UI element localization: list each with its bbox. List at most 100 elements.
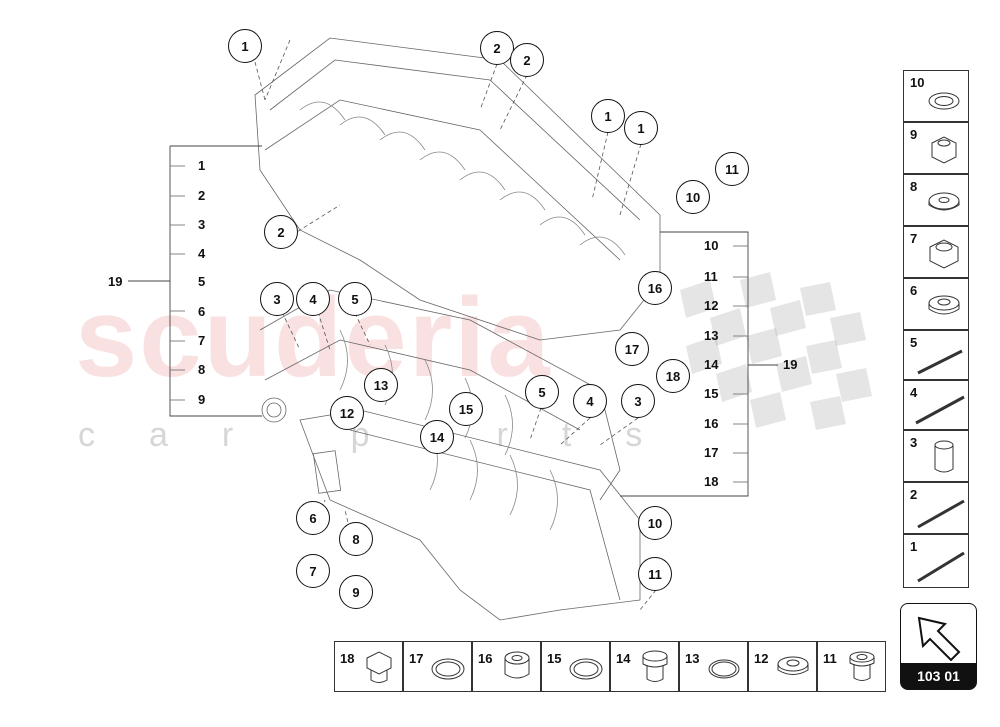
callout-part-1[interactable]: 1 <box>591 99 625 133</box>
callout-part-11[interactable]: 11 <box>715 152 749 186</box>
arrow-icon <box>917 616 961 662</box>
bracket-item-9: 9 <box>198 392 206 407</box>
side-part-10[interactable]: 10 <box>903 70 969 122</box>
bracket-item-10: 10 <box>704 238 719 253</box>
callout-part-10[interactable]: 10 <box>638 506 672 540</box>
bottom-part-11[interactable]: 11 <box>817 641 886 692</box>
sleeve-icon <box>934 440 954 473</box>
side-part-8[interactable]: 8 <box>903 174 969 226</box>
plug-icon <box>642 650 668 682</box>
callout-part-6[interactable]: 6 <box>296 501 330 535</box>
plug-icon <box>777 656 809 675</box>
stud-icon <box>917 349 963 375</box>
seal-ring-icon <box>569 658 603 680</box>
bracket-item-1: 1 <box>198 158 206 173</box>
bracket-item-11: 11 <box>704 269 718 284</box>
stud-icon <box>915 395 965 425</box>
group-label-right: 19 <box>783 357 798 372</box>
bottom-part-13[interactable]: 13 <box>679 641 748 692</box>
bracket-item-4: 4 <box>198 246 206 261</box>
side-part-label: 3 <box>910 435 918 450</box>
side-part-5[interactable]: 5 <box>903 330 969 380</box>
side-part-label: 8 <box>910 179 918 194</box>
bottom-part-15[interactable]: 15 <box>541 641 610 692</box>
bracket-item-5: 5 <box>198 274 206 289</box>
callout-part-1[interactable]: 1 <box>228 29 262 63</box>
callout-part-4[interactable]: 4 <box>296 282 330 316</box>
side-part-6[interactable]: 6 <box>903 278 969 330</box>
callout-part-2[interactable]: 2 <box>264 215 298 249</box>
side-part-label: 7 <box>910 231 918 246</box>
bolt-icon <box>917 551 965 583</box>
callout-part-2[interactable]: 2 <box>510 43 544 77</box>
bracket-item-6: 6 <box>198 304 206 319</box>
bottom-part-label: 11 <box>823 651 837 666</box>
callout-part-5[interactable]: 5 <box>525 375 559 409</box>
plug-icon <box>504 651 530 679</box>
callout-part-13[interactable]: 13 <box>364 368 398 402</box>
page-code: 103 01 <box>901 663 976 689</box>
bottom-part-16[interactable]: 16 <box>472 641 541 692</box>
side-part-label: 2 <box>910 487 918 502</box>
bracket-item-14: 14 <box>704 357 719 372</box>
callout-part-15[interactable]: 15 <box>449 392 483 426</box>
washer-icon <box>928 295 960 315</box>
callout-part-8[interactable]: 8 <box>339 522 373 556</box>
bracket-item-17: 17 <box>704 445 719 460</box>
side-part-label: 9 <box>910 127 918 142</box>
bottom-part-label: 18 <box>340 651 355 666</box>
bracket-item-16: 16 <box>704 416 719 431</box>
plug-icon <box>366 651 392 683</box>
bracket-item-13: 13 <box>704 328 719 343</box>
bottom-part-12[interactable]: 12 <box>748 641 817 692</box>
nut-icon <box>929 239 959 269</box>
bottom-part-17[interactable]: 17 <box>403 641 472 692</box>
callout-part-11[interactable]: 11 <box>638 557 672 591</box>
bolt-icon <box>917 499 965 529</box>
bracket-item-12: 12 <box>704 298 719 313</box>
side-part-label: 1 <box>910 539 918 554</box>
bracket-item-15: 15 <box>704 386 719 401</box>
callout-part-9[interactable]: 9 <box>339 575 373 609</box>
callout-part-14[interactable]: 14 <box>420 420 454 454</box>
callout-part-3[interactable]: 3 <box>260 282 294 316</box>
callout-part-17[interactable]: 17 <box>615 332 649 366</box>
callout-part-7[interactable]: 7 <box>296 554 330 588</box>
side-part-9[interactable]: 9 <box>903 122 969 174</box>
nut-icon <box>931 136 957 164</box>
side-part-label: 10 <box>910 75 925 90</box>
callout-part-12[interactable]: 12 <box>330 396 364 430</box>
bottom-part-label: 13 <box>685 651 700 666</box>
bracket-item-3: 3 <box>198 217 206 232</box>
callout-part-10[interactable]: 10 <box>676 180 710 214</box>
page-reference-box[interactable]: 103 01 <box>900 603 977 690</box>
callout-part-2[interactable]: 2 <box>480 31 514 65</box>
bottom-part-label: 17 <box>409 651 424 666</box>
callout-part-16[interactable]: 16 <box>638 271 672 305</box>
bottom-part-label: 16 <box>478 651 493 666</box>
callout-part-1[interactable]: 1 <box>624 111 658 145</box>
callout-part-3[interactable]: 3 <box>621 384 655 418</box>
bottom-part-18[interactable]: 18 <box>334 641 403 692</box>
side-part-1[interactable]: 1 <box>903 534 969 588</box>
bracket-item-2: 2 <box>198 188 206 203</box>
bottom-part-14[interactable]: 14 <box>610 641 679 692</box>
callout-part-4[interactable]: 4 <box>573 384 607 418</box>
side-part-3[interactable]: 3 <box>903 430 969 482</box>
plug-icon <box>849 651 875 681</box>
seal-ring-icon <box>708 659 740 679</box>
side-part-label: 6 <box>910 283 918 298</box>
seal-ring-icon <box>431 658 465 680</box>
bottom-part-label: 14 <box>616 651 631 666</box>
side-part-7[interactable]: 7 <box>903 226 969 278</box>
side-part-2[interactable]: 2 <box>903 482 969 534</box>
group-label-left: 19 <box>108 274 123 289</box>
callout-part-5[interactable]: 5 <box>338 282 372 316</box>
washer-icon <box>928 92 960 110</box>
side-part-label: 4 <box>910 385 918 400</box>
callout-part-18[interactable]: 18 <box>656 359 690 393</box>
side-part-4[interactable]: 4 <box>903 380 969 430</box>
checkered-flag-watermark <box>680 272 872 430</box>
bottom-part-label: 12 <box>754 651 769 666</box>
